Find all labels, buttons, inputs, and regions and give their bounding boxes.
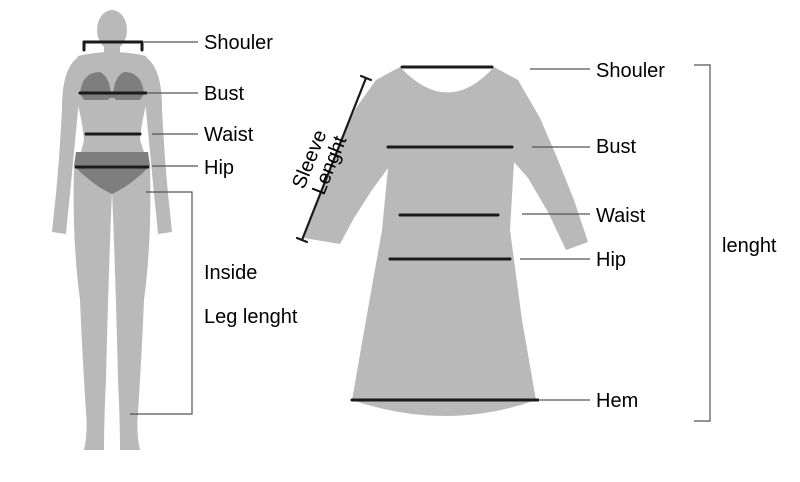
dress-waist-label: Waist bbox=[596, 205, 646, 227]
body-waist-label: Waist bbox=[204, 124, 254, 146]
dress-silhouette bbox=[304, 67, 588, 416]
body-inside-leg-label-line2: Leg lenght bbox=[204, 306, 298, 328]
body-inside-leg-label-line1: Inside bbox=[204, 262, 258, 284]
dress-leader-lines bbox=[520, 64, 711, 422]
body-bust-label: Bust bbox=[204, 83, 245, 105]
dress-hem-label: Hem bbox=[596, 390, 639, 412]
dress-measure-lines bbox=[350, 65, 540, 402]
dress-shoulder-label: Shouler bbox=[596, 60, 665, 82]
dress-hip-label: Hip bbox=[596, 249, 627, 271]
body-shoulder-label: Shouler bbox=[204, 32, 273, 54]
body-silhouette bbox=[52, 10, 172, 450]
dress-length-label: lenght bbox=[722, 235, 777, 257]
sleeve-length-bracket bbox=[295, 74, 373, 244]
dress-bust-label: Bust bbox=[596, 136, 637, 158]
body-hip-label: Hip bbox=[204, 157, 235, 179]
body-measure-lines bbox=[74, 40, 150, 169]
body-leader-lines bbox=[130, 41, 198, 415]
